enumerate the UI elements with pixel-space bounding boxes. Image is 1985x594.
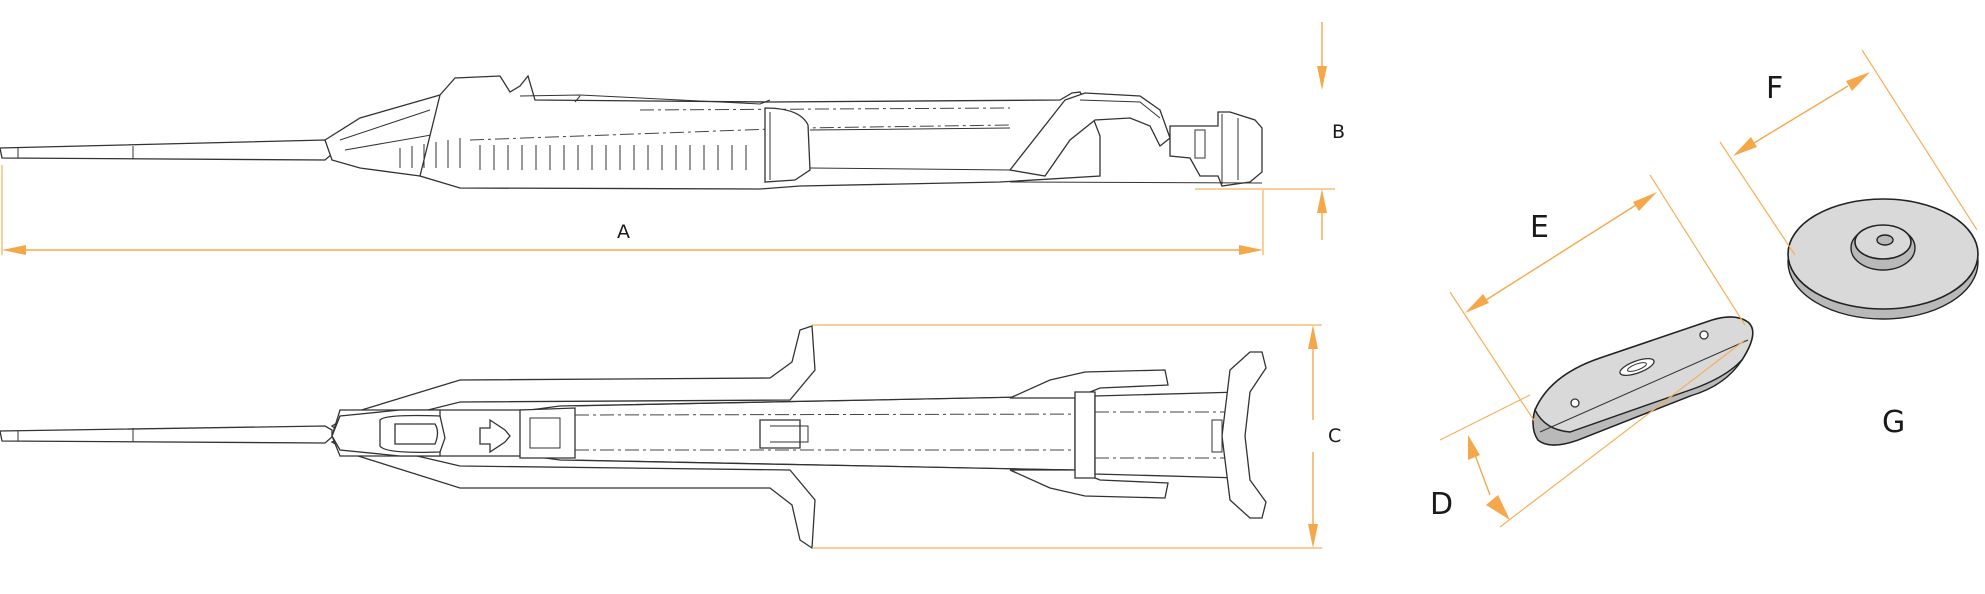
- dimension-d: D: [1430, 339, 1746, 528]
- dimension-label-e: E: [1530, 210, 1549, 245]
- dimension-c: C: [812, 324, 1341, 549]
- needle-side: [0, 139, 333, 161]
- rear-cap-side: [1169, 111, 1263, 187]
- dimension-f: F: [1719, 49, 1978, 256]
- thumb-plate-top: [1221, 351, 1267, 519]
- needle-top: [0, 425, 333, 444]
- dimension-label-g: G: [1882, 405, 1905, 440]
- dimension-e: E: [1449, 174, 1746, 423]
- implant-disc: [1787, 198, 1979, 320]
- lower-flange-top: [330, 437, 816, 550]
- dimension-label-f: F: [1766, 71, 1783, 106]
- device-side-view: [0, 74, 1263, 190]
- housing-ribs: [399, 138, 747, 170]
- dimension-label-b: B: [1332, 121, 1345, 143]
- dimension-label-a: A: [617, 221, 630, 243]
- dimension-label-d: D: [1430, 487, 1453, 522]
- grip-side: [1008, 92, 1171, 177]
- dimension-label-c: C: [1328, 425, 1341, 447]
- implant-oblong: [1532, 316, 1754, 446]
- device-top-view: [0, 325, 1267, 550]
- dimension-b: B: [1195, 22, 1345, 240]
- dimension-a: A: [1, 165, 1264, 255]
- housing-side: [419, 74, 1101, 190]
